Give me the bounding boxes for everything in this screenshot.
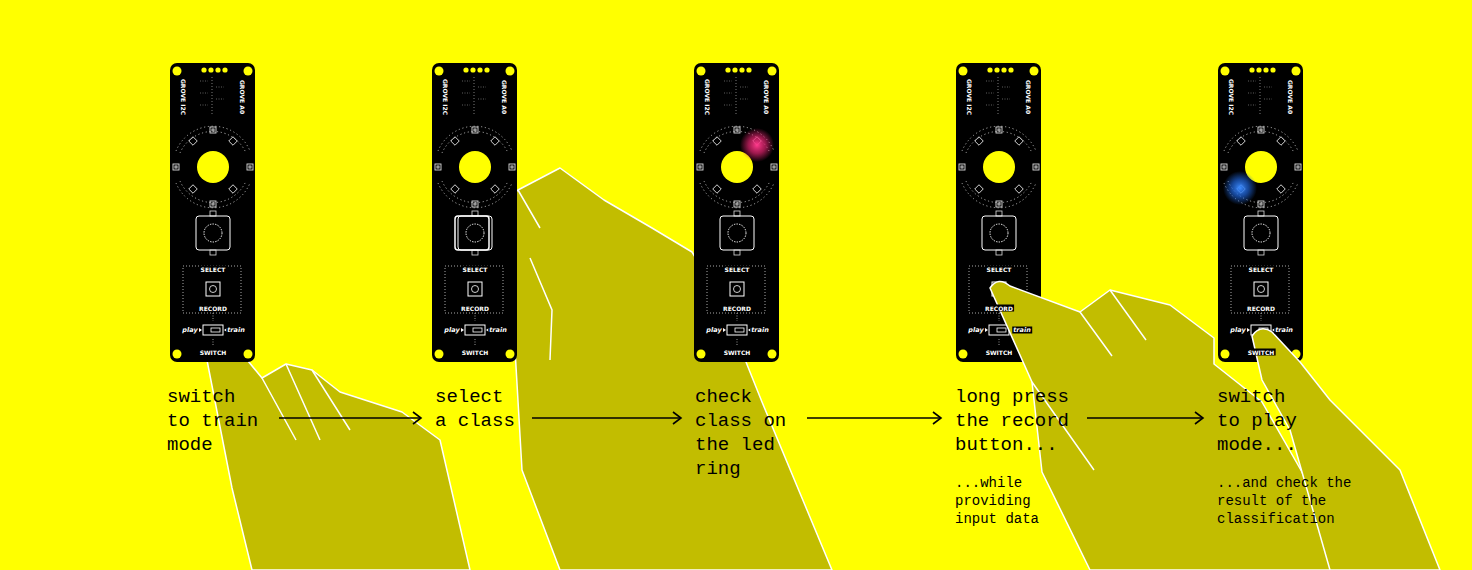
step-text: long press the record button...: [955, 385, 1075, 457]
board-label: GROVE I2C: [180, 78, 187, 116]
board-label: RECORD: [984, 305, 1014, 312]
board-label: SELECT: [724, 266, 751, 273]
board-label: SWITCH: [985, 349, 1014, 356]
step-text: select a class: [435, 385, 520, 433]
board-label: GROVE I2C: [442, 78, 449, 116]
board-label: train: [750, 327, 770, 334]
board-label: GROVE I2C: [704, 78, 711, 116]
board-label: play: [181, 327, 198, 334]
board-label: train: [488, 327, 508, 334]
board-label: RECORD: [198, 305, 228, 312]
led-glow: [1223, 171, 1257, 205]
board-label: RECORD: [722, 305, 752, 312]
arrow: [1087, 412, 1203, 424]
finger-line: [262, 364, 350, 440]
step-text: check class on the led ring: [695, 385, 795, 481]
board-label: train: [226, 327, 246, 334]
board-label: SELECT: [462, 266, 489, 273]
step-text: switch to train mode: [167, 385, 267, 457]
step-caption: long press the record button... ...while …: [955, 385, 1075, 528]
board-label: SWITCH: [461, 349, 490, 356]
board-label: SELECT: [986, 266, 1013, 273]
hand: [202, 326, 470, 570]
step-caption: switch to train mode: [167, 385, 267, 457]
board: [432, 63, 517, 362]
board-label: GROVE A0: [239, 79, 246, 115]
board: [694, 63, 779, 362]
board-label: GROVE A0: [1287, 79, 1294, 115]
board-label: RECORD: [1246, 305, 1276, 312]
board-label: play: [705, 327, 722, 334]
step-text: switch to play mode...: [1217, 385, 1317, 457]
step-note: ...and check the result of the classific…: [1217, 474, 1377, 528]
step-note: ...while providing input data: [955, 474, 1055, 528]
board: [1218, 63, 1303, 362]
board-label: train: [1274, 327, 1294, 334]
step-caption: check class on the led ring: [695, 385, 795, 481]
board: [170, 63, 255, 362]
board-label: play: [443, 327, 460, 334]
board-label: SELECT: [1248, 266, 1275, 273]
board-label: play: [1229, 327, 1246, 334]
led-glow: [740, 128, 774, 162]
board-label: GROVE A0: [501, 79, 508, 115]
arrow: [279, 412, 421, 424]
board-label: GROVE I2C: [1228, 78, 1235, 116]
board-label: RECORD: [460, 305, 490, 312]
step-caption: select a class: [435, 385, 520, 433]
board-label: play: [967, 327, 984, 334]
board-label: GROVE A0: [1025, 79, 1032, 115]
arrow: [807, 412, 941, 424]
board-label: SWITCH: [1247, 349, 1276, 356]
finger-outline: [455, 216, 489, 250]
board-label: SELECT: [200, 266, 227, 273]
arrow: [532, 412, 681, 424]
step-caption: switch to play mode... ...and check the r…: [1217, 385, 1377, 528]
board-label: SWITCH: [723, 349, 752, 356]
board-label: GROVE I2C: [966, 78, 973, 116]
board-label: GROVE A0: [763, 79, 770, 115]
board-label: train: [1012, 327, 1032, 334]
board-label: SWITCH: [199, 349, 228, 356]
